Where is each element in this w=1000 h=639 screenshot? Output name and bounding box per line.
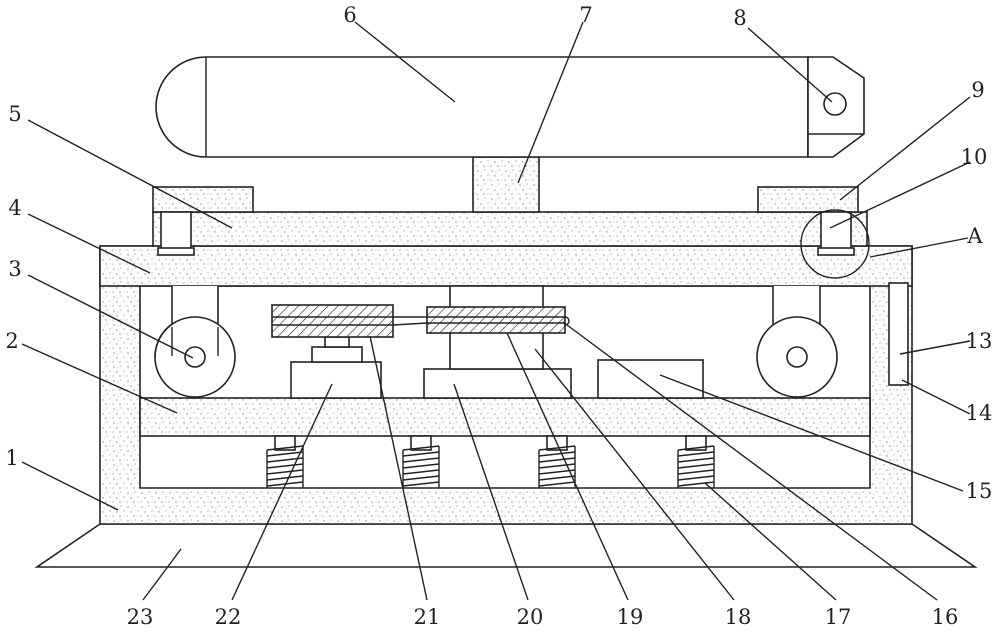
label-5: 5 (8, 102, 21, 126)
label-14: 14 (966, 401, 993, 425)
motor-block (290, 361, 382, 399)
label-a: A (966, 224, 983, 248)
label-16: 16 (932, 605, 959, 629)
cylinder-body (155, 56, 809, 158)
label-23: 23 (127, 605, 154, 629)
label-19: 19 (617, 605, 644, 629)
label-1: 1 (5, 446, 18, 470)
label-4: 4 (8, 196, 21, 220)
spring-left-inner (402, 435, 440, 488)
label-21: 21 (414, 605, 441, 629)
label-13: 13 (966, 329, 993, 353)
detail-circle-a (800, 209, 870, 279)
side-panel (888, 282, 909, 386)
spring-left-outer (266, 435, 304, 488)
end-pin (823, 92, 847, 116)
upper-beam (99, 245, 913, 287)
right-slider-foot (817, 247, 855, 256)
base-platform (34, 523, 978, 568)
central-post (472, 156, 540, 213)
right-pulley (426, 306, 566, 334)
left-slider-foot (157, 247, 195, 256)
label-20: 20 (517, 605, 544, 629)
left-slider (160, 211, 192, 251)
label-9: 9 (971, 78, 984, 102)
label-10: 10 (961, 145, 988, 169)
control-box (597, 359, 704, 399)
spring-right-outer (677, 435, 715, 488)
label-7: 7 (579, 3, 592, 27)
label-3: 3 (8, 257, 21, 281)
label-8: 8 (733, 6, 746, 30)
label-22: 22 (215, 605, 242, 629)
right-slider (820, 211, 852, 251)
label-18: 18 (725, 605, 752, 629)
right-support-block (757, 186, 859, 213)
left-pulley (271, 304, 394, 338)
label-6: 6 (343, 3, 356, 27)
top-slide-plate (152, 211, 868, 247)
leader-lines (21, 21, 971, 601)
label-17: 17 (825, 605, 852, 629)
middle-plate (139, 397, 871, 437)
label-15: 15 (966, 479, 993, 503)
central-base-block (423, 368, 572, 399)
left-support-block (152, 186, 254, 213)
label-2: 2 (5, 329, 18, 353)
